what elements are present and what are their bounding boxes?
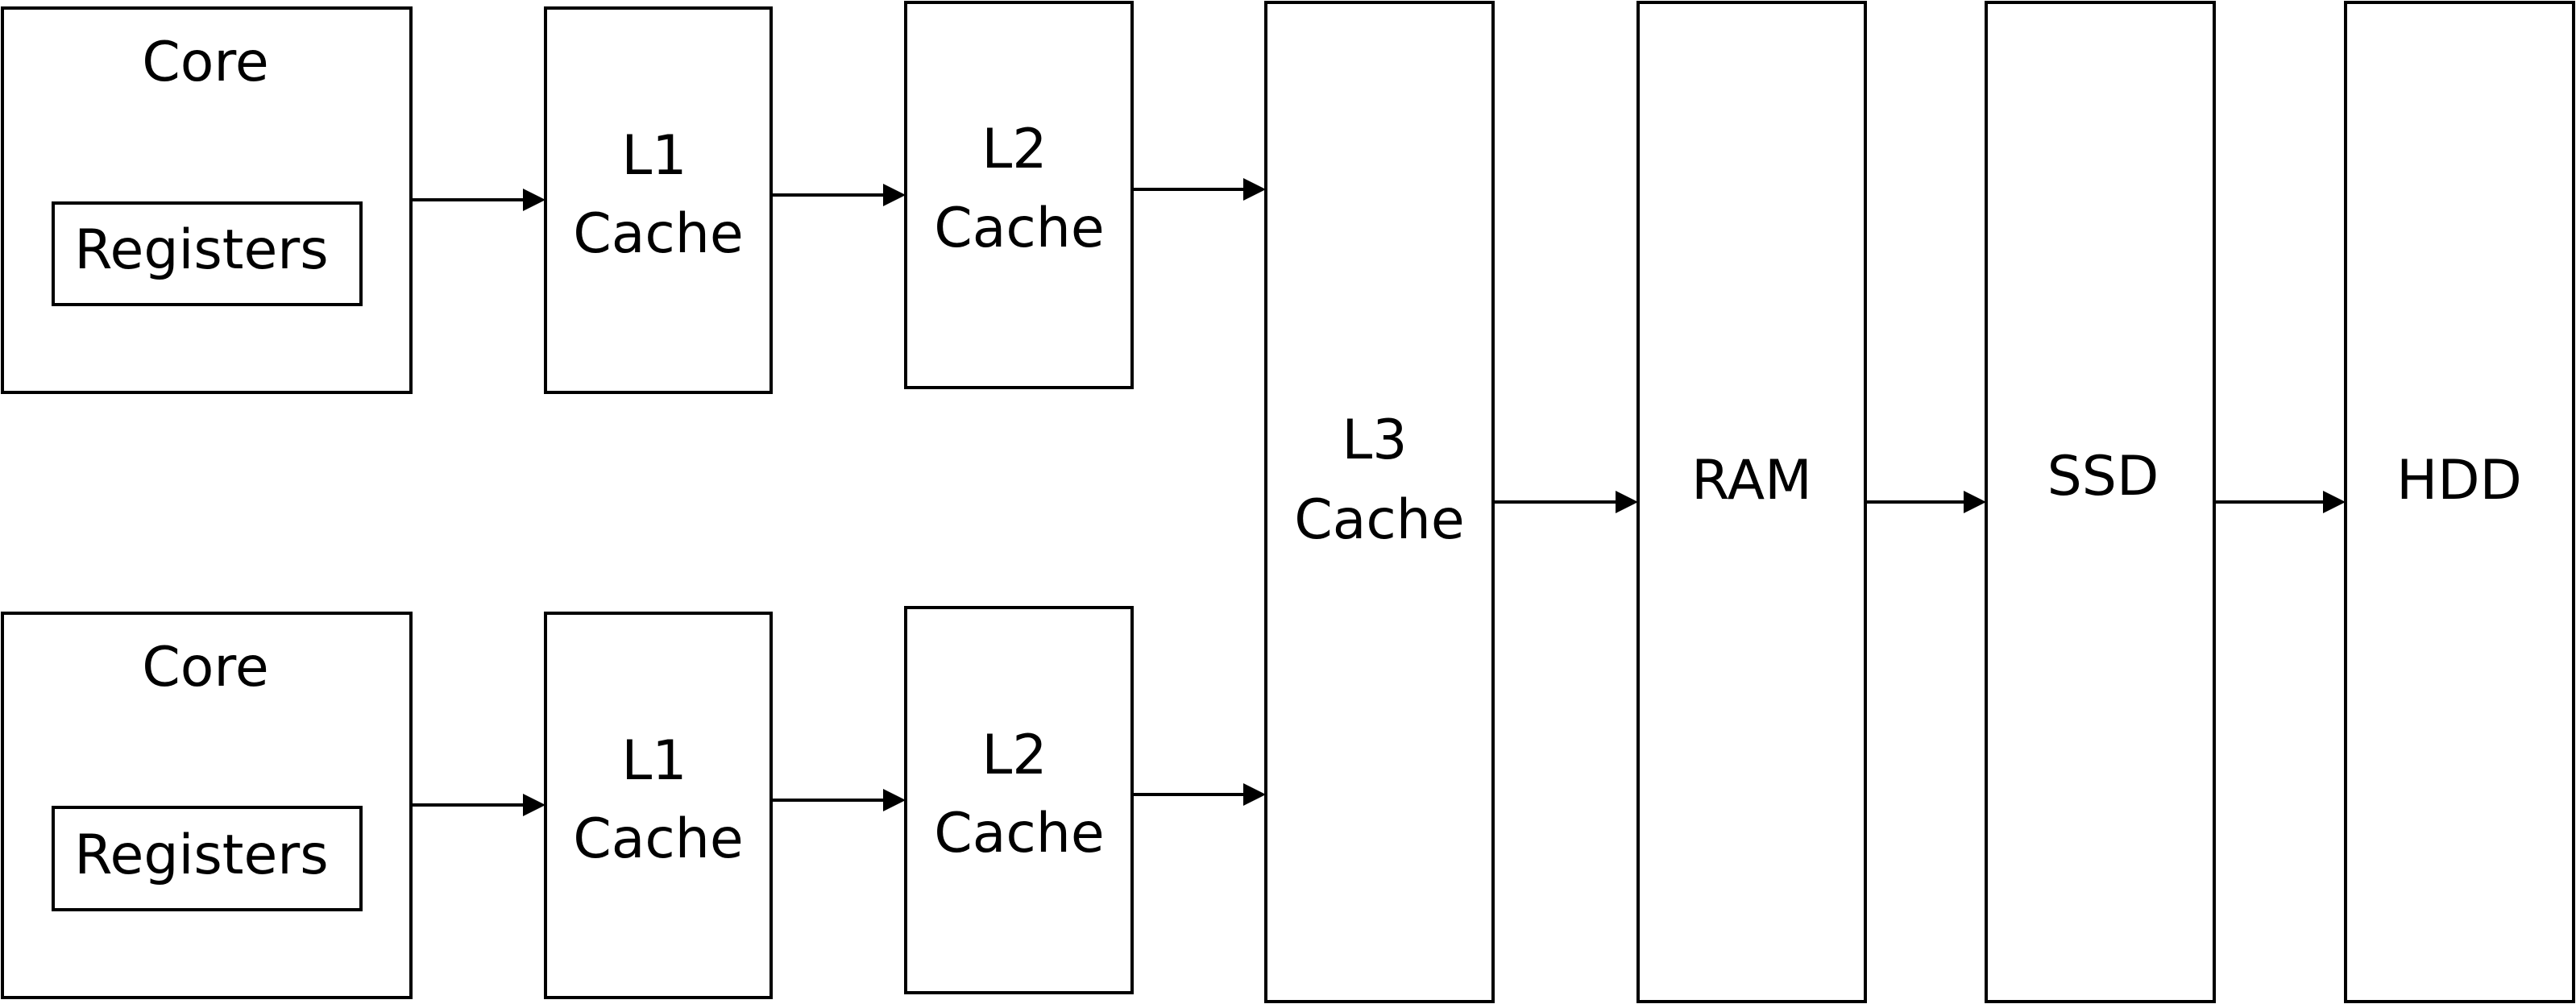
bottom-l1-cache-label-line2: Cache [573,807,743,871]
top-core-group: Core Registers [1,6,413,394]
ram-box [1636,1,1867,1003]
top-l1-cache-group: L1 Cache [544,6,773,394]
bottom-l2-cache-group: L2 Cache [904,606,1134,994]
bottom-l1-cache-label-line1: L1 [621,729,687,793]
hdd-label: HDD [2396,449,2522,512]
bottom-l2-cache-label-line2: Cache [934,802,1104,865]
l3-cache-label-line1: L3 [1342,409,1407,472]
ssd-box [1985,1,2216,1003]
top-l2-cache-label-line1: L2 [981,118,1047,181]
hdd-box [2344,1,2575,1003]
bottom-l2-cache-box [904,606,1134,994]
top-l1-cache-box [544,6,773,394]
top-l2-cache-group: L2 Cache [904,1,1134,389]
hdd-group: HDD [2344,1,2575,1003]
top-l1-cache-label-line2: Cache [573,202,743,266]
top-l2-cache-box [904,1,1134,389]
l3-cache-label-line2: Cache [1294,488,1464,552]
bottom-registers-label: Registers [74,824,328,887]
top-registers-box [52,201,363,306]
top-registers-label: Registers [74,218,328,282]
top-core-label: Core [142,31,268,94]
l3-cache-group: L3 Cache [1264,1,1495,1003]
bottom-core-box [1,612,413,999]
ssd-label: SSD [2047,445,2159,508]
top-core-box [1,6,413,394]
ram-group: RAM [1636,1,1867,1003]
top-l2-cache-label-line2: Cache [934,197,1104,260]
bottom-l2-cache-label-line1: L2 [981,724,1047,787]
bottom-core-label: Core [142,636,268,699]
l3-cache-box [1264,1,1495,1003]
bottom-l1-cache-box [544,612,773,999]
ssd-group: SSD [1985,1,2216,1003]
bottom-l1-cache-group: L1 Cache [544,612,773,999]
ram-label: RAM [1691,449,1812,512]
bottom-registers-box [52,806,363,911]
bottom-core-group: Core Registers [1,612,413,999]
top-l1-cache-label-line1: L1 [621,124,687,188]
